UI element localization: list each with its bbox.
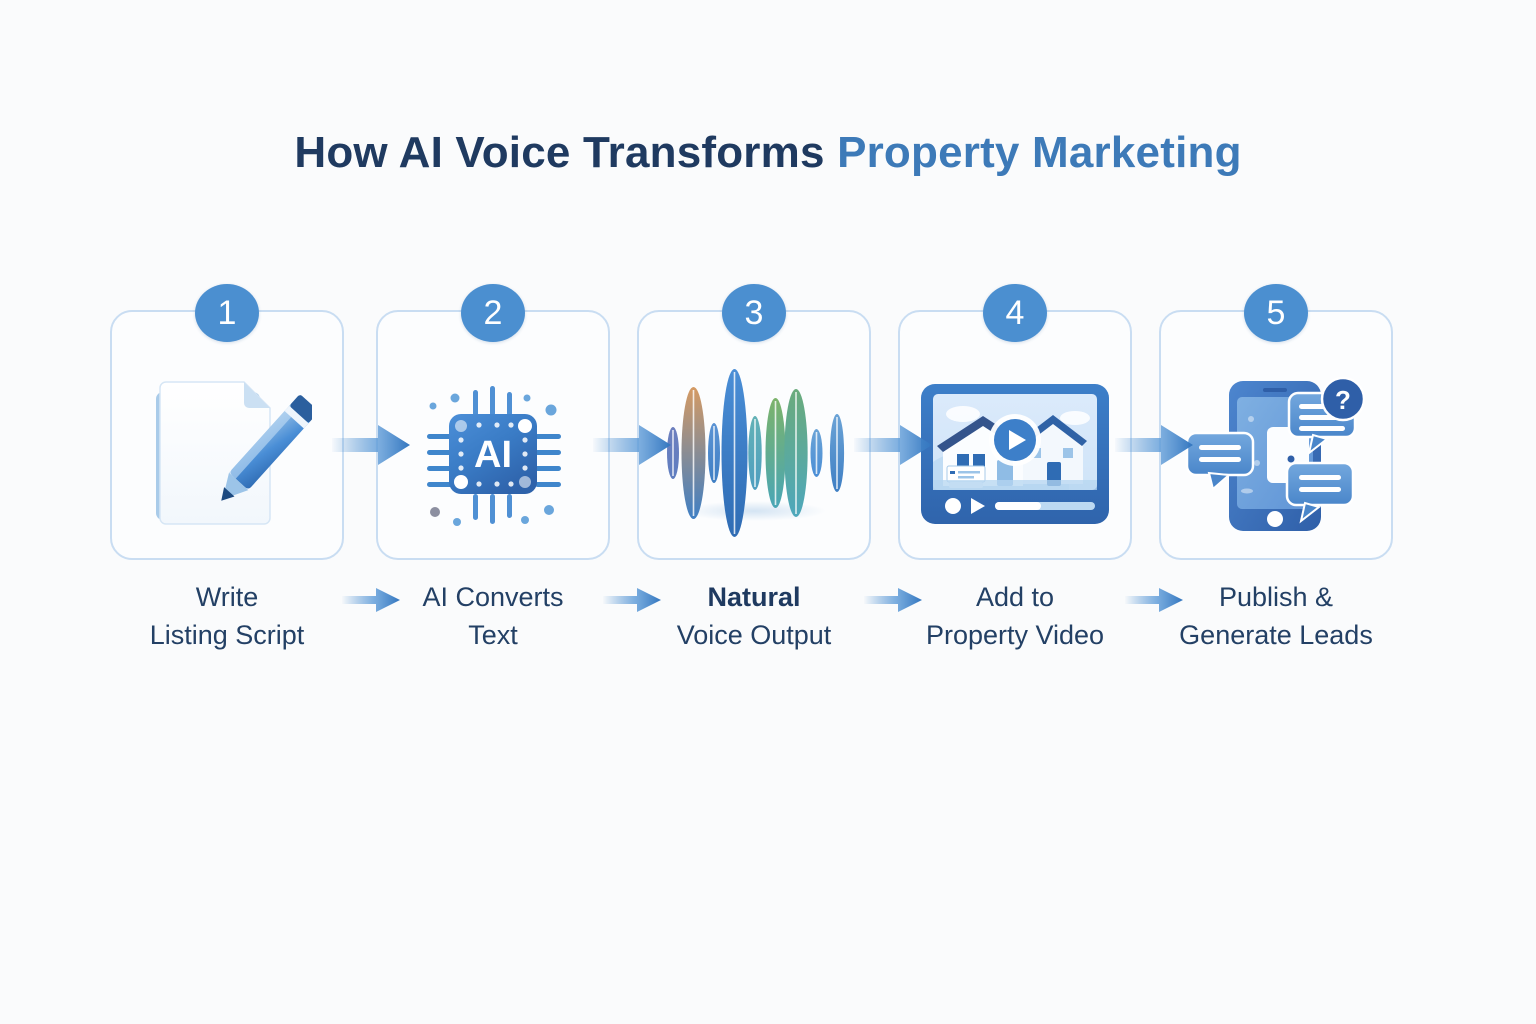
arrow-step4-to-step5 <box>1115 422 1193 468</box>
page-title: How AI Voice Transforms Property Marketi… <box>0 128 1536 178</box>
step-caption-2-line2: Text <box>468 620 518 650</box>
step-caption-1-line2: Listing Script <box>149 620 305 650</box>
page-title-part1: How AI Voice Transforms <box>294 128 825 177</box>
step-caption-2-line1: AI Converts <box>422 582 564 612</box>
step-caption-5-line2: Generate Leads <box>1179 620 1373 650</box>
step-caption-5-line1: Publish & <box>1218 582 1334 612</box>
step-card-5[interactable]: 5 <box>1159 284 1393 560</box>
ai-chip-label: AI <box>474 434 512 476</box>
step-card-1[interactable]: 1 <box>110 284 344 560</box>
svg-text:?: ? <box>1335 385 1351 415</box>
step-card-2[interactable]: 2 <box>376 284 610 560</box>
voice-waveform-icon <box>639 364 869 544</box>
phone-chat-bubbles-icon: ? <box>1161 364 1391 544</box>
process-flow: 1 <box>110 284 1410 570</box>
step-caption-3: Natural Voice Output <box>637 578 871 654</box>
step-number-badge-4: 4 <box>983 284 1047 342</box>
step-caption-4-line1: Add to <box>975 582 1055 612</box>
step-caption-3-line2: Voice Output <box>676 620 832 650</box>
caption-arrow-4 <box>1125 586 1183 614</box>
step-number-badge-2: 2 <box>461 284 525 342</box>
arrow-step3-to-step4 <box>854 422 932 468</box>
arrow-step2-to-step3 <box>593 422 671 468</box>
step-caption-2: AI Converts Text <box>376 578 610 654</box>
step-caption-1: Write Listing Script <box>110 578 344 654</box>
page-title-part2: Property Marketing <box>837 128 1242 177</box>
property-video-player-icon <box>900 364 1130 544</box>
caption-arrow-1 <box>342 586 400 614</box>
step-caption-1-line1: Write <box>195 582 259 612</box>
property-video-player-icon-card[interactable]: 4 <box>898 284 1132 560</box>
step-caption-5: Publish & Generate Leads <box>1159 578 1393 654</box>
step-number-badge-1: 1 <box>195 284 259 342</box>
step-caption-4: Add to Property Video <box>898 578 1132 654</box>
caption-arrow-3 <box>864 586 922 614</box>
step-caption-4-line2: Property Video <box>925 620 1105 650</box>
arrow-step1-to-step2 <box>332 422 410 468</box>
caption-row: Write Listing Script AI Converts Text Na… <box>110 578 1410 678</box>
caption-arrow-2 <box>603 586 661 614</box>
step-card-3[interactable]: 3 <box>637 284 871 560</box>
step-number-badge-3: 3 <box>722 284 786 342</box>
step-number-badge-5: 5 <box>1244 284 1308 342</box>
document-pencil-icon <box>112 364 342 544</box>
ai-chip-icon: AI <box>378 364 608 544</box>
step-caption-3-line1: Natural <box>707 582 801 612</box>
